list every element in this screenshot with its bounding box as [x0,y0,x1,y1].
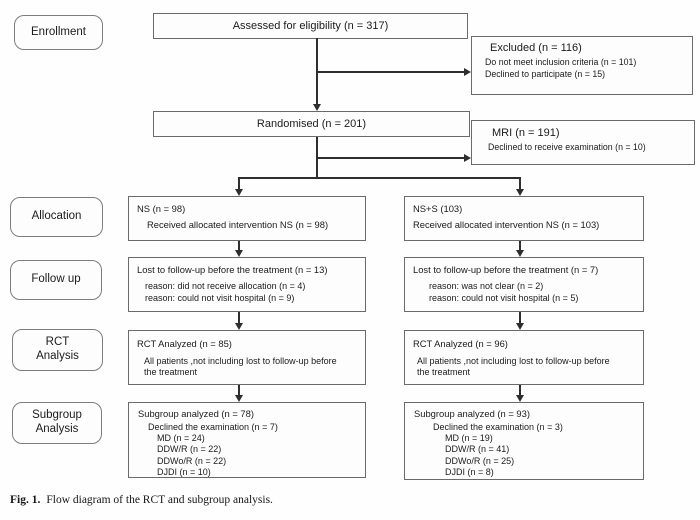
stage-label-followup: Follow up [10,260,102,300]
excluded-reason: Do not meet inclusion criteria (n = 101) [485,57,637,67]
connector-right-rct-to-subgroup [519,385,521,396]
arrowhead-down-icon [235,323,243,330]
randomised-box: Randomised (n = 201) [153,111,470,137]
arrowhead-right-icon [464,154,471,162]
connector-left-alloc-to-followup [238,241,240,251]
subgroup-left-title: Subgroup analyzed (n = 78) [138,408,254,419]
stage-label-text: Follow up [31,273,81,286]
allocation-left-box: NS (n = 98) Received allocated intervent… [128,196,366,241]
followup-right-reason: reason: could not visit hospital (n = 5) [429,293,579,303]
rct-analyzed-left-note: All patients ,not including lost to foll… [144,355,337,377]
followup-left-reason: reason: did not receive allocation (n = … [145,280,306,291]
excluded-reason: Declined to participate (n = 15) [485,69,606,80]
connector-split-to-right-arm [519,177,521,190]
stage-label-text: Subgroup [32,409,82,422]
stage-label-enrollment: Enrollment [14,15,103,50]
assessed-eligibility-box: Assessed for eligibility (n = 317) [153,13,468,39]
connector-to-mri [316,157,464,159]
rct-analyzed-right-box: RCT Analyzed (n = 96) All patients ,not … [404,330,644,385]
stage-label-rct-analysis: RCT Analysis [12,329,103,371]
arrowhead-right-icon [464,68,471,76]
followup-left-title: Lost to follow-up before the treatment (… [137,264,328,275]
arrowhead-down-icon [516,395,524,402]
subgroup-right-declined: Declined the examination (n = 3) [433,421,563,432]
subgroup-left-item: MD (n = 24) [157,433,205,443]
arrowhead-down-icon [235,395,243,402]
followup-left-box: Lost to follow-up before the treatment (… [128,257,366,312]
allocation-left-title: NS (n = 98) [137,203,186,214]
subgroup-right-item: MD (n = 19) [445,433,493,443]
subgroup-left-item: DDW/R (n = 22) [157,444,222,455]
rct-analyzed-right-title: RCT Analyzed (n = 96) [413,338,508,349]
excluded-title: Excluded (n = 116) [490,42,582,54]
arrowhead-down-icon [516,250,524,257]
arrowhead-down-icon [516,323,524,330]
subgroup-left-declined: Declined the examination (n = 7) [148,421,278,432]
subgroup-right-title: Subgroup analyzed (n = 93) [414,408,530,419]
allocation-right-title: NS+S (103) [413,203,463,214]
subgroup-right-item: DDWo/R (n = 25) [445,455,515,466]
subgroup-right-box: Subgroup analyzed (n = 93) Declined the … [404,402,644,480]
mri-reason: Declined to receive examination (n = 10) [488,142,646,152]
figure-caption-label: Fig. 1. [10,494,41,506]
assessed-eligibility-text: Assessed for eligibility (n = 317) [232,20,389,32]
stage-label-text: Enrollment [31,25,86,38]
rct-analyzed-left-title: RCT Analyzed (n = 85) [137,338,232,349]
stage-label-text: RCT [45,336,70,349]
allocation-left-detail: Received allocated intervention NS (n = … [147,218,329,230]
stage-label-text: Analysis [36,350,79,362]
figure-caption-text: Flow diagram of the RCT and subgroup ana… [46,494,273,506]
stage-label-text: Analysis [35,423,79,435]
subgroup-left-item: DJDI (n = 10) [157,466,211,477]
connector-split-to-left-arm [238,177,240,190]
allocation-right-box: NS+S (103) Received allocated interventi… [404,196,644,241]
subgroup-left-item: DDWo/R (n = 22) [157,455,227,466]
subgroup-right-item: DDW/R (n = 41) [445,444,510,455]
arrowhead-down-icon [235,250,243,257]
stage-label-text: Allocation [31,210,82,223]
stage-label-allocation: Allocation [10,197,103,237]
figure-caption: Fig. 1. Flow diagram of the RCT and subgr… [10,494,273,506]
rct-analyzed-left-box: RCT Analyzed (n = 85) All patients ,not … [128,330,366,385]
rct-analyzed-right-note: All patients ,not including lost to foll… [417,355,610,377]
mri-title: MRI (n = 191) [492,127,560,139]
connector-left-rct-to-subgroup [238,385,240,396]
connector-split-horizontal [238,177,521,179]
allocation-right-detail: Received allocated intervention NS (n = … [413,218,600,230]
followup-right-reason: reason: was not clear (n = 2) [429,280,544,291]
stage-label-subgroup-analysis: Subgroup Analysis [12,402,102,444]
followup-right-title: Lost to follow-up before the treatment (… [413,264,599,275]
connector-right-alloc-to-followup [519,241,521,251]
subgroup-right-item: DJDI (n = 8) [445,466,494,477]
connector-to-excluded [316,71,464,73]
followup-right-box: Lost to follow-up before the treatment (… [404,257,644,312]
randomised-text: Randomised (n = 201) [256,118,367,130]
arrowhead-down-icon [235,189,243,196]
connector-right-followup-to-rct [519,312,521,324]
followup-left-reason: reason: could not visit hospital (n = 9) [145,293,295,303]
excluded-box: Excluded (n = 116) Do not meet inclusion… [471,36,693,95]
arrowhead-down-icon [313,104,321,111]
subgroup-left-box: Subgroup analyzed (n = 78) Declined the … [128,402,366,478]
mri-box: MRI (n = 191) Declined to receive examin… [471,120,695,165]
arrowhead-down-icon [516,189,524,196]
connector-left-followup-to-rct [238,312,240,324]
